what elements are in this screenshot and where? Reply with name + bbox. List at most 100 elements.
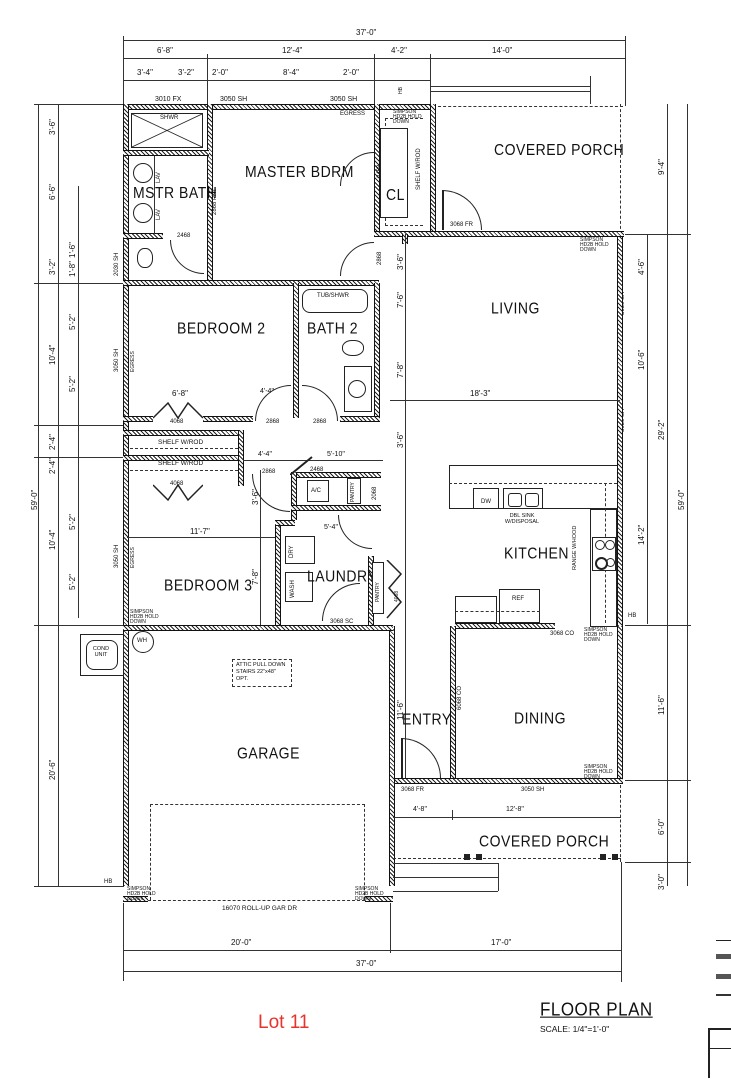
b3-dim-line	[260, 470, 261, 625]
dim-ext	[374, 54, 375, 104]
hold-down-garage-l: SIMPSON HD2B HOLD DOWN	[127, 886, 156, 902]
dim-ext	[34, 104, 124, 105]
top-sub-dim-1: 3'-4"	[137, 68, 153, 77]
dw-label: DW	[481, 499, 491, 505]
right-sub-dim: 10'-6"	[637, 349, 646, 370]
dim-ext	[625, 234, 691, 235]
door-2868pkt: 2868 PKT	[212, 188, 218, 215]
laundry-left-wall	[275, 520, 281, 626]
right-sub-dim: 14'-2"	[637, 524, 646, 545]
egress-b3: EGRESS	[130, 547, 136, 568]
top-overall-dim-line	[123, 40, 625, 41]
mid-dim: 7'-8"	[396, 362, 405, 378]
living-top-wall	[374, 231, 624, 237]
dryer	[285, 536, 315, 564]
dim-ext	[621, 862, 622, 982]
left-sub-dim: 5'-2"	[68, 314, 77, 330]
left-sub-dim-line	[78, 186, 79, 618]
window-3050sh-1: 3050 SH	[220, 96, 248, 103]
door-3068fr-entry: 3068 FR	[401, 787, 425, 793]
shower-x-icon	[132, 114, 202, 147]
master-bottom-wall	[123, 280, 379, 286]
sink-bath2	[348, 380, 366, 398]
garage-door-label: 16070 ROLL-UP GAR DR	[222, 905, 298, 912]
window-2030sh: 2030 SH	[114, 252, 120, 276]
shelf-line	[130, 448, 238, 449]
right-dim: 11'-6"	[657, 695, 666, 715]
drawing-scale: SCALE: 1/4"=1'-0"	[540, 1024, 610, 1034]
post-4	[612, 854, 618, 860]
door-4068-pantry: 4068	[394, 590, 400, 602]
porch-beam-top	[433, 106, 623, 107]
lav-sink-1	[133, 163, 153, 183]
shelf-rod-label-2: SHELF W/ROD	[158, 460, 204, 467]
master-shower	[131, 113, 203, 148]
top-sub-dim-4: 8'-4"	[283, 68, 299, 77]
right-sub-dim: 4'-6"	[637, 259, 646, 275]
wh-label: WH	[137, 638, 147, 644]
burner-4	[606, 558, 615, 567]
porch-dim-2: 12'-8"	[506, 806, 524, 813]
left-dim: 2'-4"	[48, 458, 57, 474]
room-dining: DINING	[514, 708, 566, 728]
bath2-left-wall	[293, 283, 299, 418]
pantry-shelf-2	[372, 562, 384, 614]
door-2468-ac: 2468	[310, 467, 324, 473]
lav-sink-2	[133, 203, 153, 223]
ac-bottom-wall	[291, 505, 381, 511]
water-heater	[132, 631, 154, 653]
bath-shower-wall	[123, 150, 209, 156]
bottom-dim-2: 17'-0"	[491, 938, 512, 947]
door-swing-entry	[401, 738, 441, 778]
dim-ext	[34, 425, 124, 426]
top-row2-dim-line	[123, 80, 430, 81]
room-closet: CL	[386, 184, 405, 204]
door-2068-pantry: 2068	[372, 486, 378, 500]
washer	[285, 572, 313, 602]
pantry-label-2: PANTRY	[375, 582, 381, 602]
window-3050sh-2: 3050 SH	[330, 96, 358, 103]
porch-beam-right	[620, 104, 621, 234]
closet-rod-box	[380, 128, 408, 218]
room-covered-porch-rear: COVERED PORCH	[494, 139, 625, 159]
living-dim-line	[405, 234, 406, 784]
dim-ext	[430, 54, 431, 104]
window-3050sh-b3: 3050 SH	[114, 544, 120, 568]
sink-bowl-2	[525, 493, 539, 507]
hall-dim-2: 4'-4"	[258, 451, 272, 458]
door-2868-master: 2868	[377, 251, 383, 265]
dishwasher	[473, 488, 499, 509]
right-dim: 29'-2"	[657, 419, 666, 440]
dim-ext	[34, 283, 124, 284]
range-label: RANGE W/HOOD	[572, 525, 578, 570]
room-laundry: LAUNDRY	[307, 566, 378, 586]
bathtub	[302, 289, 368, 313]
door-3068co-kitchen: 3068 CO	[550, 631, 575, 637]
counter-line	[455, 611, 540, 612]
dining-bottom-wall	[393, 778, 623, 784]
burner-1	[595, 540, 605, 550]
window-3050sh-b2: 3050 SH	[114, 348, 120, 372]
front-porch-beam	[393, 858, 621, 859]
lot-label: Lot 11	[258, 1012, 310, 1033]
step-line	[498, 863, 499, 891]
door-swing-bath2	[302, 385, 338, 421]
right-dim: 3'-0"	[657, 874, 666, 890]
laundry-top-wall	[275, 520, 295, 526]
bath2-bottom-wall	[340, 416, 380, 422]
room-bath2: BATH 2	[307, 318, 358, 338]
door-swing-ac	[290, 456, 313, 475]
dining-left-wall	[450, 626, 456, 780]
exterior-wall-right-upper	[617, 234, 623, 626]
closet-width-dim: 6'-8"	[172, 389, 188, 398]
door-swing-laundry	[322, 583, 360, 621]
bottom-dim-1: 20'-0"	[231, 938, 252, 947]
exterior-wall-top-left	[123, 104, 433, 110]
garage-top-wall	[123, 625, 393, 631]
attic-label: ATTIC PULL DOWN STAIRS 22"x48" OPT.	[236, 662, 286, 682]
mbath-wc-wall	[123, 233, 163, 239]
door-2868-bath2: 2868	[313, 419, 327, 425]
hold-down-dining: SIMPSON HD2B HOLD DOWN	[584, 764, 613, 780]
room-mstr-bath: MSTR BATH	[133, 182, 218, 202]
kitchen-bottom-wall	[455, 623, 555, 629]
